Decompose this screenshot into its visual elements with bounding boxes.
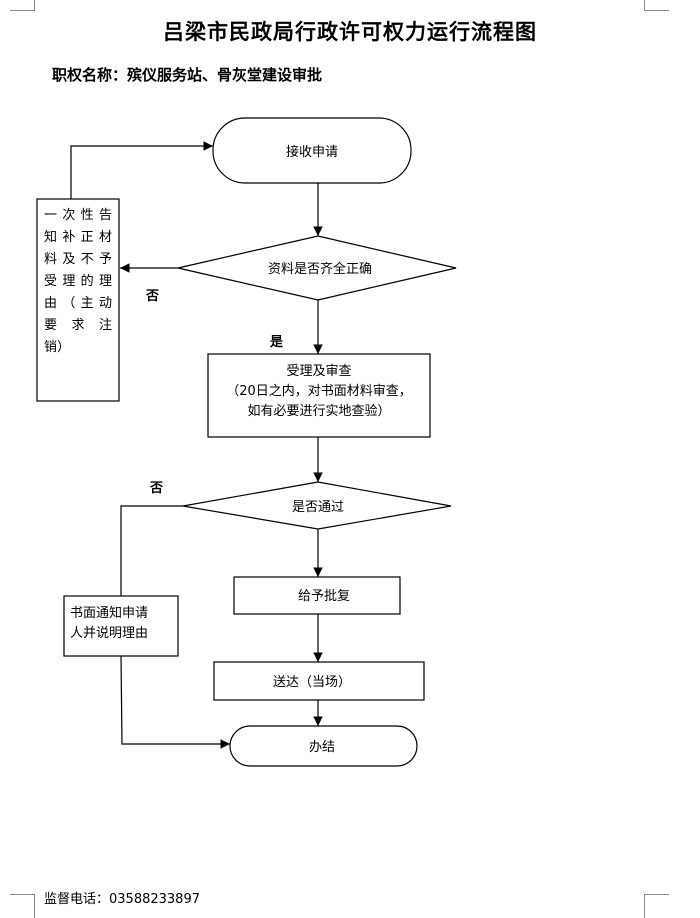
end-node-label: 办结 [309,740,335,755]
notice-correction-box [36,198,120,402]
reject-notice-text: 书面通知申请 人并说明理由 [70,604,174,644]
notice-line: 由（主动 [44,296,112,311]
deliver-box [213,661,425,701]
reject-line: 人并说明理由 [70,626,149,641]
decision-docs-complete [177,235,457,301]
no-label: 否 [149,481,163,496]
notice-line: 销） [44,340,71,355]
authority-name: 职权名称：殡仪服务站、骨灰堂建设审批 [52,66,323,84]
start-node-label: 接收申请 [286,144,338,160]
deliver-label: 送达（当场） [273,675,351,690]
start-node [212,117,412,184]
grant-approval-label: 给予批复 [298,589,350,604]
no-label: 否 [145,289,159,304]
review-box [207,353,431,438]
reject-line: 书面通知申请 [70,606,149,621]
connector-arrow [120,655,230,749]
page-title: 吕梁市民政局行政许可权力运行流程图 [163,19,537,44]
decision-approved [182,481,452,530]
end-node [229,725,418,767]
page-corner-mark [10,894,35,918]
decision-docs-complete-label: 资料是否齐全正确 [268,261,372,277]
notice-correction-text: 一次性告 知补正材 料及不予 受理的理 由（主动 要 求 注 销） [44,205,112,359]
review-box-line: （20日之内，对书面材料审查， [226,383,412,399]
yes-label: 是 [269,335,284,350]
page-corner-mark [644,894,669,918]
grant-approval-box [233,576,401,615]
page-corner-mark [10,0,35,11]
decision-approved-label: 是否通过 [292,500,344,515]
review-box-line: 受理及审查 [286,364,351,379]
notice-line: 一次性告 [44,208,112,223]
notice-line: 料及不予 [44,252,112,267]
supervision-phone: 监督电话：03588233897 [44,892,200,907]
connector-line [120,505,183,596]
notice-line: 知补正材 [44,230,112,245]
connector-arrow [70,141,213,199]
notice-line: 要 求 注 [44,318,112,333]
page-corner-mark [644,0,669,11]
review-box-line: 如有必要进行实地查验） [247,403,390,419]
notice-line: 受理的理 [44,274,112,289]
reject-notice-box [63,595,179,657]
